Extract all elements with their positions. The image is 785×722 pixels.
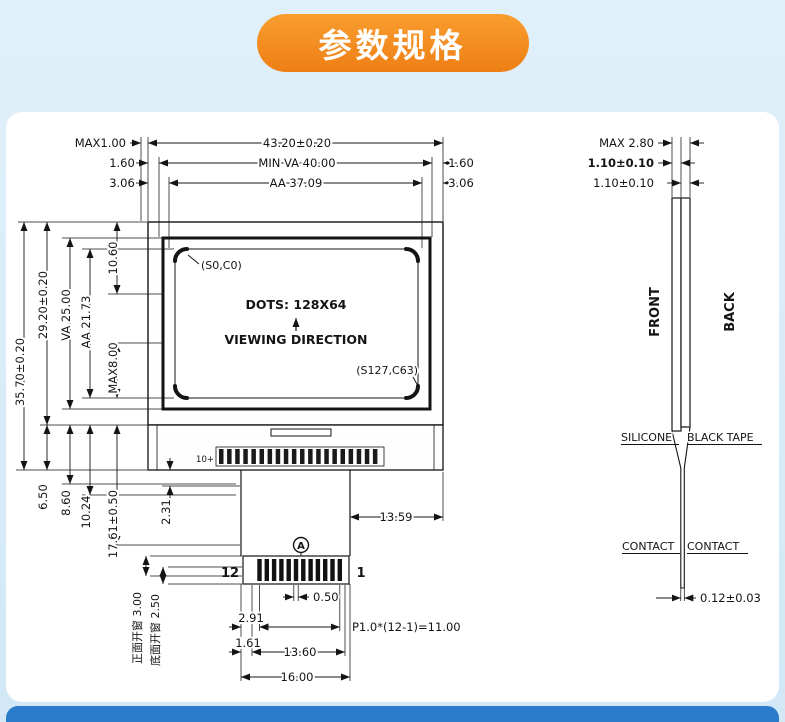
dim-total-height-label: 35.70±0.20 bbox=[13, 338, 27, 406]
dim-650-label: 6.50 bbox=[36, 484, 50, 510]
section-title-badge: 参数规格 bbox=[256, 14, 529, 72]
side-front-label: FRONT bbox=[648, 287, 663, 337]
contact-left-label: CONTACT bbox=[622, 540, 674, 553]
dim-tail-length-label: 17.61±0.50 bbox=[106, 490, 120, 558]
side-back-label: BACK bbox=[723, 291, 738, 332]
dim-1360-label: 13.60 bbox=[284, 645, 317, 659]
side-back-glass bbox=[680, 197, 691, 428]
dim-860-label: 8.60 bbox=[59, 490, 73, 516]
dim-glass-height-label: 29.20±0.20 bbox=[36, 271, 50, 339]
active-area-corner-marks bbox=[173, 247, 420, 400]
side-fpc-tail bbox=[680, 468, 685, 589]
detail-a-label: A bbox=[297, 541, 305, 552]
s0c0-leader-line bbox=[187, 254, 200, 265]
dim-1024-label: 10.24 bbox=[79, 496, 93, 529]
front-window-label: 正面开窗 3.00 bbox=[130, 592, 144, 664]
dim-1359-label: 13.59 bbox=[380, 510, 413, 524]
dim-right-160-label: 1.60 bbox=[448, 156, 474, 170]
front-dimension-lines bbox=[20, 139, 457, 681]
elastomer-bar bbox=[270, 428, 332, 437]
dim-161-label: 1.61 bbox=[235, 636, 261, 650]
side-extension-lines bbox=[671, 137, 691, 601]
dim-total-width-label: 43.20±0.20 bbox=[263, 136, 331, 150]
dim-fpc-thickness-label: 0.12±0.03 bbox=[700, 591, 761, 605]
side-dimension-lines bbox=[656, 139, 704, 602]
fpc-connector-pins bbox=[257, 559, 342, 581]
dim-aa-width-label: AA 37.09 bbox=[270, 176, 323, 190]
active-area-outline bbox=[174, 248, 419, 399]
dim-right-306-label: 3.06 bbox=[448, 176, 474, 190]
dim-tail-width-label: 16.00 bbox=[281, 670, 314, 684]
dim-pitch-label: P1.0*(12-1)=11.00 bbox=[352, 620, 461, 634]
pin-12-label: 12 bbox=[221, 566, 239, 581]
side-front-glass bbox=[671, 197, 682, 432]
display-origin-label: (S0,C0) bbox=[201, 259, 242, 272]
pad-row-note-label: 10+ bbox=[196, 455, 214, 465]
technical-drawing: MAX1.00 43.20±0.20 1.60 MIN VA 40.00 1.6… bbox=[11, 134, 763, 686]
dim-back-glass-thickness-label: 1.10±0.10 bbox=[593, 176, 654, 190]
black-tape-label: BLACK TAPE bbox=[687, 431, 754, 444]
dim-aa-height-label: AA 21.73 bbox=[79, 296, 93, 349]
dim-front-glass-thickness-label: 1.10±0.10 bbox=[588, 156, 654, 170]
side-view-outline bbox=[621, 197, 762, 589]
dim-va-height-label: VA 25.00 bbox=[59, 289, 73, 341]
contact-right-label: CONTACT bbox=[687, 540, 739, 553]
dim-1060-label: 10.60 bbox=[106, 242, 120, 275]
dim-max800-label: MAX8.00 bbox=[106, 342, 120, 393]
dim-left-306-label: 3.06 bbox=[109, 176, 135, 190]
front-view-outline bbox=[147, 221, 444, 585]
s127c63-leader-line bbox=[412, 376, 419, 387]
next-section-header-bar bbox=[6, 706, 779, 722]
dim-pin-width-label: 0.50 bbox=[313, 590, 339, 604]
dim-max280-label: MAX 2.80 bbox=[599, 136, 654, 150]
dim-left-160-label: 1.60 bbox=[109, 156, 135, 170]
dim-min-va-width-label: MIN VA 40.00 bbox=[258, 156, 335, 170]
dim-291-label: 2.91 bbox=[238, 611, 264, 625]
silicone-label: SILICONE bbox=[621, 431, 672, 444]
pin-1-label: 1 bbox=[356, 566, 365, 581]
side-taper-lines bbox=[671, 426, 691, 469]
pad-row-outline bbox=[215, 446, 385, 467]
dim-max100-label: MAX1.00 bbox=[75, 136, 126, 150]
back-window-label: 底面开窗 2.50 bbox=[148, 594, 162, 666]
dim-231-label: 2.31 bbox=[159, 499, 173, 525]
display-dots-label: DOTS: 128X64 bbox=[245, 297, 346, 312]
display-end-label: (S127,C63) bbox=[356, 364, 418, 377]
viewing-direction-label: VIEWING DIRECTION bbox=[224, 332, 367, 347]
